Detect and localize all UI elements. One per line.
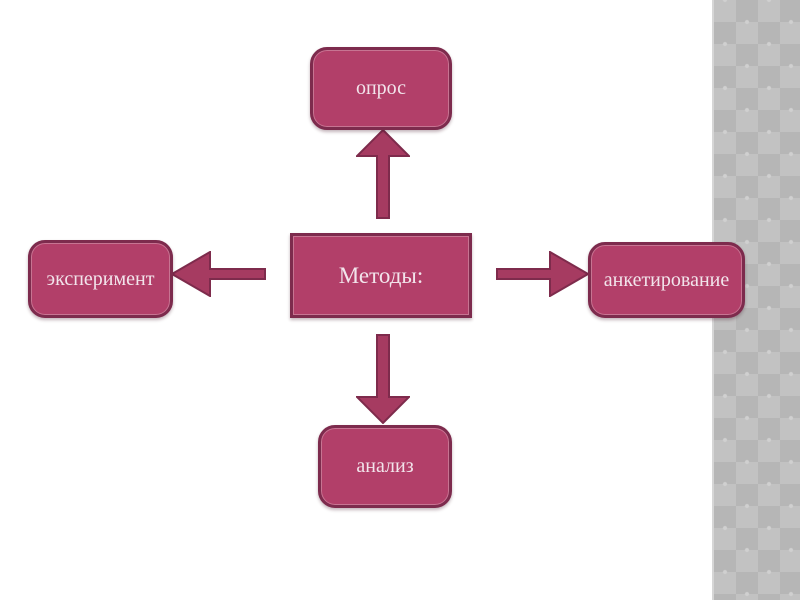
arrow-left-connector bbox=[171, 251, 266, 297]
center-node-methods: Методы: bbox=[290, 233, 472, 318]
argyle-pattern-sidebar bbox=[712, 0, 800, 600]
node-survey: опрос bbox=[310, 47, 452, 130]
node-analysis: анализ bbox=[318, 425, 452, 508]
node-experiment: эксперимент bbox=[28, 240, 173, 318]
arrow-up-connector bbox=[356, 129, 410, 219]
node-survey-label: опрос bbox=[355, 77, 407, 99]
node-experiment-label: эксперимент bbox=[46, 267, 155, 290]
center-node-label: Методы: bbox=[338, 262, 424, 288]
node-questionnaire: анкетирование bbox=[588, 242, 745, 318]
arrow-right-connector bbox=[496, 251, 589, 297]
node-questionnaire-label: анкетирование bbox=[603, 268, 730, 291]
node-analysis-label: анализ bbox=[356, 455, 414, 477]
arrow-down-connector bbox=[356, 334, 410, 424]
